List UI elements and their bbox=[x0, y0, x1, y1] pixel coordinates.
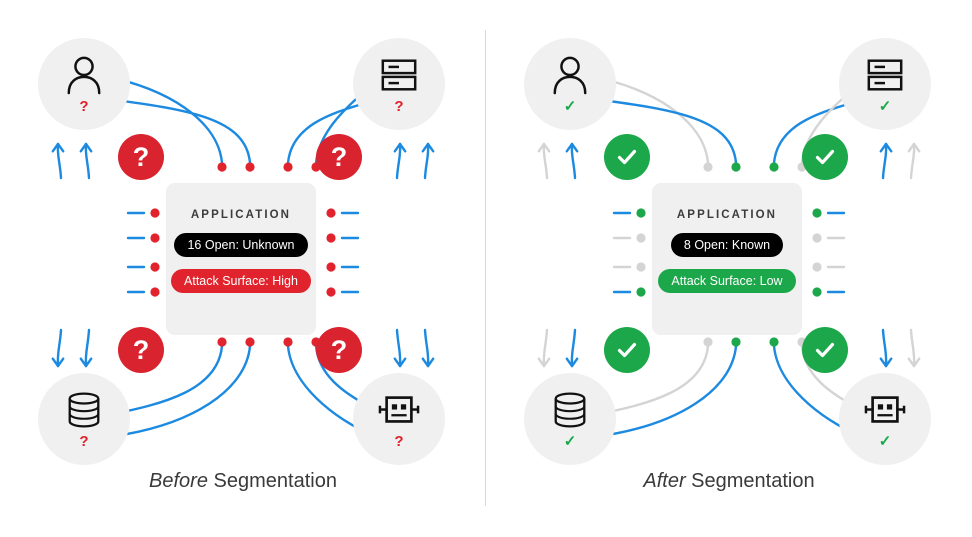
caption-after: After Segmentation bbox=[486, 470, 972, 493]
caption-before: Before Segmentation bbox=[0, 470, 486, 493]
application-card: APPLICATION 16 Open: Unknown Attack Surf… bbox=[166, 183, 316, 335]
check-icon bbox=[617, 149, 637, 165]
badge-label: ? bbox=[132, 334, 150, 365]
node-status-mark: ? bbox=[394, 433, 404, 450]
node-device: ? bbox=[353, 373, 445, 465]
node-user: ✓ bbox=[524, 38, 616, 130]
server-icon bbox=[867, 59, 903, 91]
open-ports-pill: 8 Open: Known bbox=[670, 233, 784, 257]
status-badge-unknown: ? bbox=[316, 327, 362, 373]
caption-emphasis: After bbox=[643, 470, 686, 492]
caption-rest: Segmentation bbox=[685, 470, 815, 492]
status-badge-known bbox=[604, 134, 650, 180]
attack-surface-pill: Attack Surface: High bbox=[171, 269, 311, 293]
node-status-mark: ? bbox=[79, 98, 89, 115]
check-icon bbox=[815, 149, 835, 165]
open-ports-pill: 16 Open: Unknown bbox=[174, 233, 308, 257]
status-badge-unknown: ? bbox=[118, 134, 164, 180]
server-icon bbox=[381, 59, 417, 91]
robot-icon bbox=[864, 396, 906, 423]
node-device: ✓ bbox=[839, 373, 931, 465]
check-icon bbox=[617, 342, 637, 358]
database-icon bbox=[554, 392, 586, 428]
caption-emphasis: Before bbox=[149, 470, 208, 492]
node-server: ? bbox=[353, 38, 445, 130]
node-database: ? bbox=[38, 373, 130, 465]
node-status-mark: ✓ bbox=[563, 98, 577, 115]
node-user: ? bbox=[38, 38, 130, 130]
database-icon bbox=[68, 392, 100, 428]
application-card: APPLICATION 8 Open: Known Attack Surface… bbox=[652, 183, 802, 335]
card-title: APPLICATION bbox=[190, 209, 292, 221]
node-status-mark: ? bbox=[79, 433, 89, 450]
check-icon bbox=[815, 342, 835, 358]
node-status-mark: ? bbox=[394, 98, 404, 115]
node-status-mark: ✓ bbox=[878, 433, 892, 450]
person-icon bbox=[553, 56, 587, 95]
status-badge-known bbox=[802, 327, 848, 373]
status-badge-unknown: ? bbox=[316, 134, 362, 180]
badge-label: ? bbox=[330, 141, 348, 172]
badge-label: ? bbox=[132, 141, 150, 172]
node-status-mark: ✓ bbox=[563, 433, 577, 450]
panel-after: ✓ ✓ ✓ bbox=[486, 0, 972, 537]
node-server: ✓ bbox=[839, 38, 931, 130]
robot-icon bbox=[378, 396, 420, 423]
node-status-mark: ✓ bbox=[878, 98, 892, 115]
person-icon bbox=[67, 56, 101, 95]
status-badge-unknown: ? bbox=[118, 327, 164, 373]
panel-before: ? ? ? bbox=[0, 38, 486, 493]
node-database: ✓ bbox=[524, 373, 616, 465]
card-title: APPLICATION bbox=[676, 209, 778, 221]
status-badge-known bbox=[604, 327, 650, 373]
badge-label: ? bbox=[330, 334, 348, 365]
caption-rest: Segmentation bbox=[207, 470, 337, 492]
status-badge-known bbox=[802, 134, 848, 180]
panel-divider bbox=[485, 30, 486, 506]
attack-surface-pill: Attack Surface: Low bbox=[658, 269, 796, 293]
